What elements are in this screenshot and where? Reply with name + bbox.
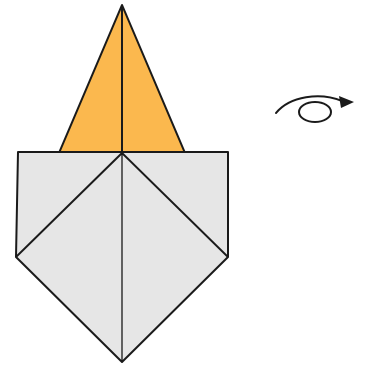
turn-over-icon bbox=[276, 96, 354, 122]
